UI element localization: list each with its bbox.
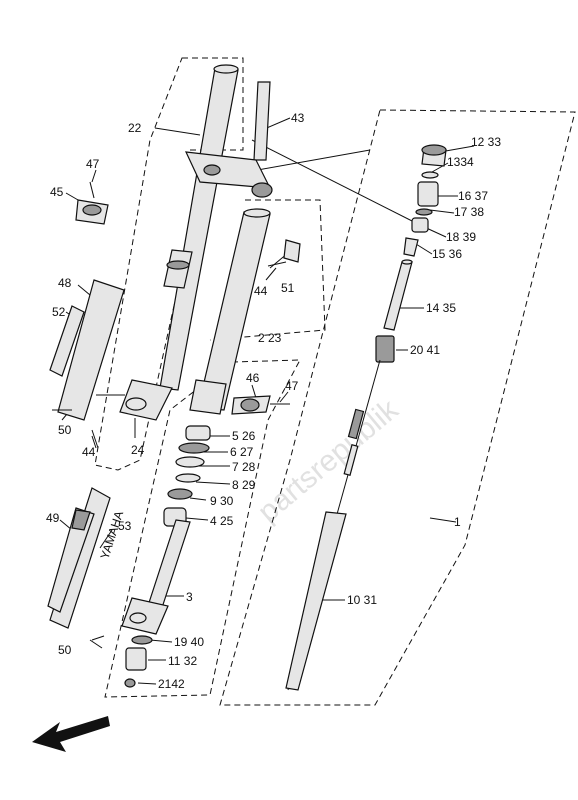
label-1839: 18 39 <box>446 230 476 244</box>
part-labels: 22 43 12 33 1334 47 45 16 37 17 38 18 39… <box>46 111 501 691</box>
group-outline-fork-left <box>94 57 244 471</box>
clamp-46 <box>231 395 290 415</box>
label-526: 5 26 <box>232 429 256 443</box>
label-46: 46 <box>246 371 260 385</box>
group-outline-inner-rod <box>219 109 576 706</box>
label-1233: 12 33 <box>471 135 501 149</box>
label-1031: 10 31 <box>347 593 377 607</box>
label-1738: 17 38 <box>454 205 484 219</box>
triple-clamp <box>185 81 273 198</box>
label-930: 9 30 <box>210 494 234 508</box>
label-2142: 2142 <box>158 677 185 691</box>
label-829: 8 29 <box>232 478 256 492</box>
label-1536: 15 36 <box>432 247 462 261</box>
label-52: 52 <box>52 305 66 319</box>
label-44b: 44 <box>82 445 96 459</box>
fork-tube-right <box>189 208 271 415</box>
label-24: 24 <box>131 443 145 457</box>
fork-guard-48 <box>49 279 125 421</box>
label-1435: 14 35 <box>426 301 456 315</box>
fork-leg-left <box>119 64 239 421</box>
label-1637: 16 37 <box>458 189 488 203</box>
label-627: 6 27 <box>230 445 254 459</box>
bracket-51 <box>283 239 301 263</box>
bolt-44-lower <box>91 429 99 449</box>
bottom-valve <box>124 635 153 688</box>
seal-stack <box>163 425 211 527</box>
label-425: 4 25 <box>210 514 234 528</box>
label-47b: 47 <box>285 379 299 393</box>
label-22: 22 <box>128 121 142 135</box>
bolt-44 <box>267 261 287 267</box>
label-728: 7 28 <box>232 460 256 474</box>
label-48: 48 <box>58 276 72 290</box>
cap-bolt <box>421 144 447 179</box>
clamp-45 <box>75 181 109 225</box>
label-43: 43 <box>291 111 305 125</box>
label-1: 1 <box>454 515 461 529</box>
bolt-50-lower <box>91 635 105 641</box>
damper-rod-upper <box>383 259 413 331</box>
label-223: 2 23 <box>258 331 282 345</box>
inner-tube-3 <box>121 519 191 635</box>
spring-20 <box>375 335 395 363</box>
label-49: 49 <box>46 511 60 525</box>
label-1940: 19 40 <box>174 635 204 649</box>
label-45: 45 <box>50 185 64 199</box>
label-2041: 20 41 <box>410 343 440 357</box>
arrow-front-left-icon <box>32 716 110 752</box>
leader-lines <box>59 117 475 685</box>
inner-rod <box>285 359 381 691</box>
watermark: partsrepublik <box>252 393 406 529</box>
label-3: 3 <box>186 590 193 604</box>
label-44a: 44 <box>254 284 268 298</box>
label-1334: 1334 <box>447 155 474 169</box>
label-51: 51 <box>281 281 295 295</box>
fork-guard-49 <box>47 487 111 629</box>
label-50b: 50 <box>58 643 72 657</box>
label-50a: 50 <box>58 423 72 437</box>
group-outline-mid <box>209 199 326 341</box>
label-53: 53 <box>118 519 132 533</box>
adjuster-stack <box>403 181 439 257</box>
label-47a: 47 <box>86 157 100 171</box>
label-1132: 11 32 <box>168 654 197 668</box>
